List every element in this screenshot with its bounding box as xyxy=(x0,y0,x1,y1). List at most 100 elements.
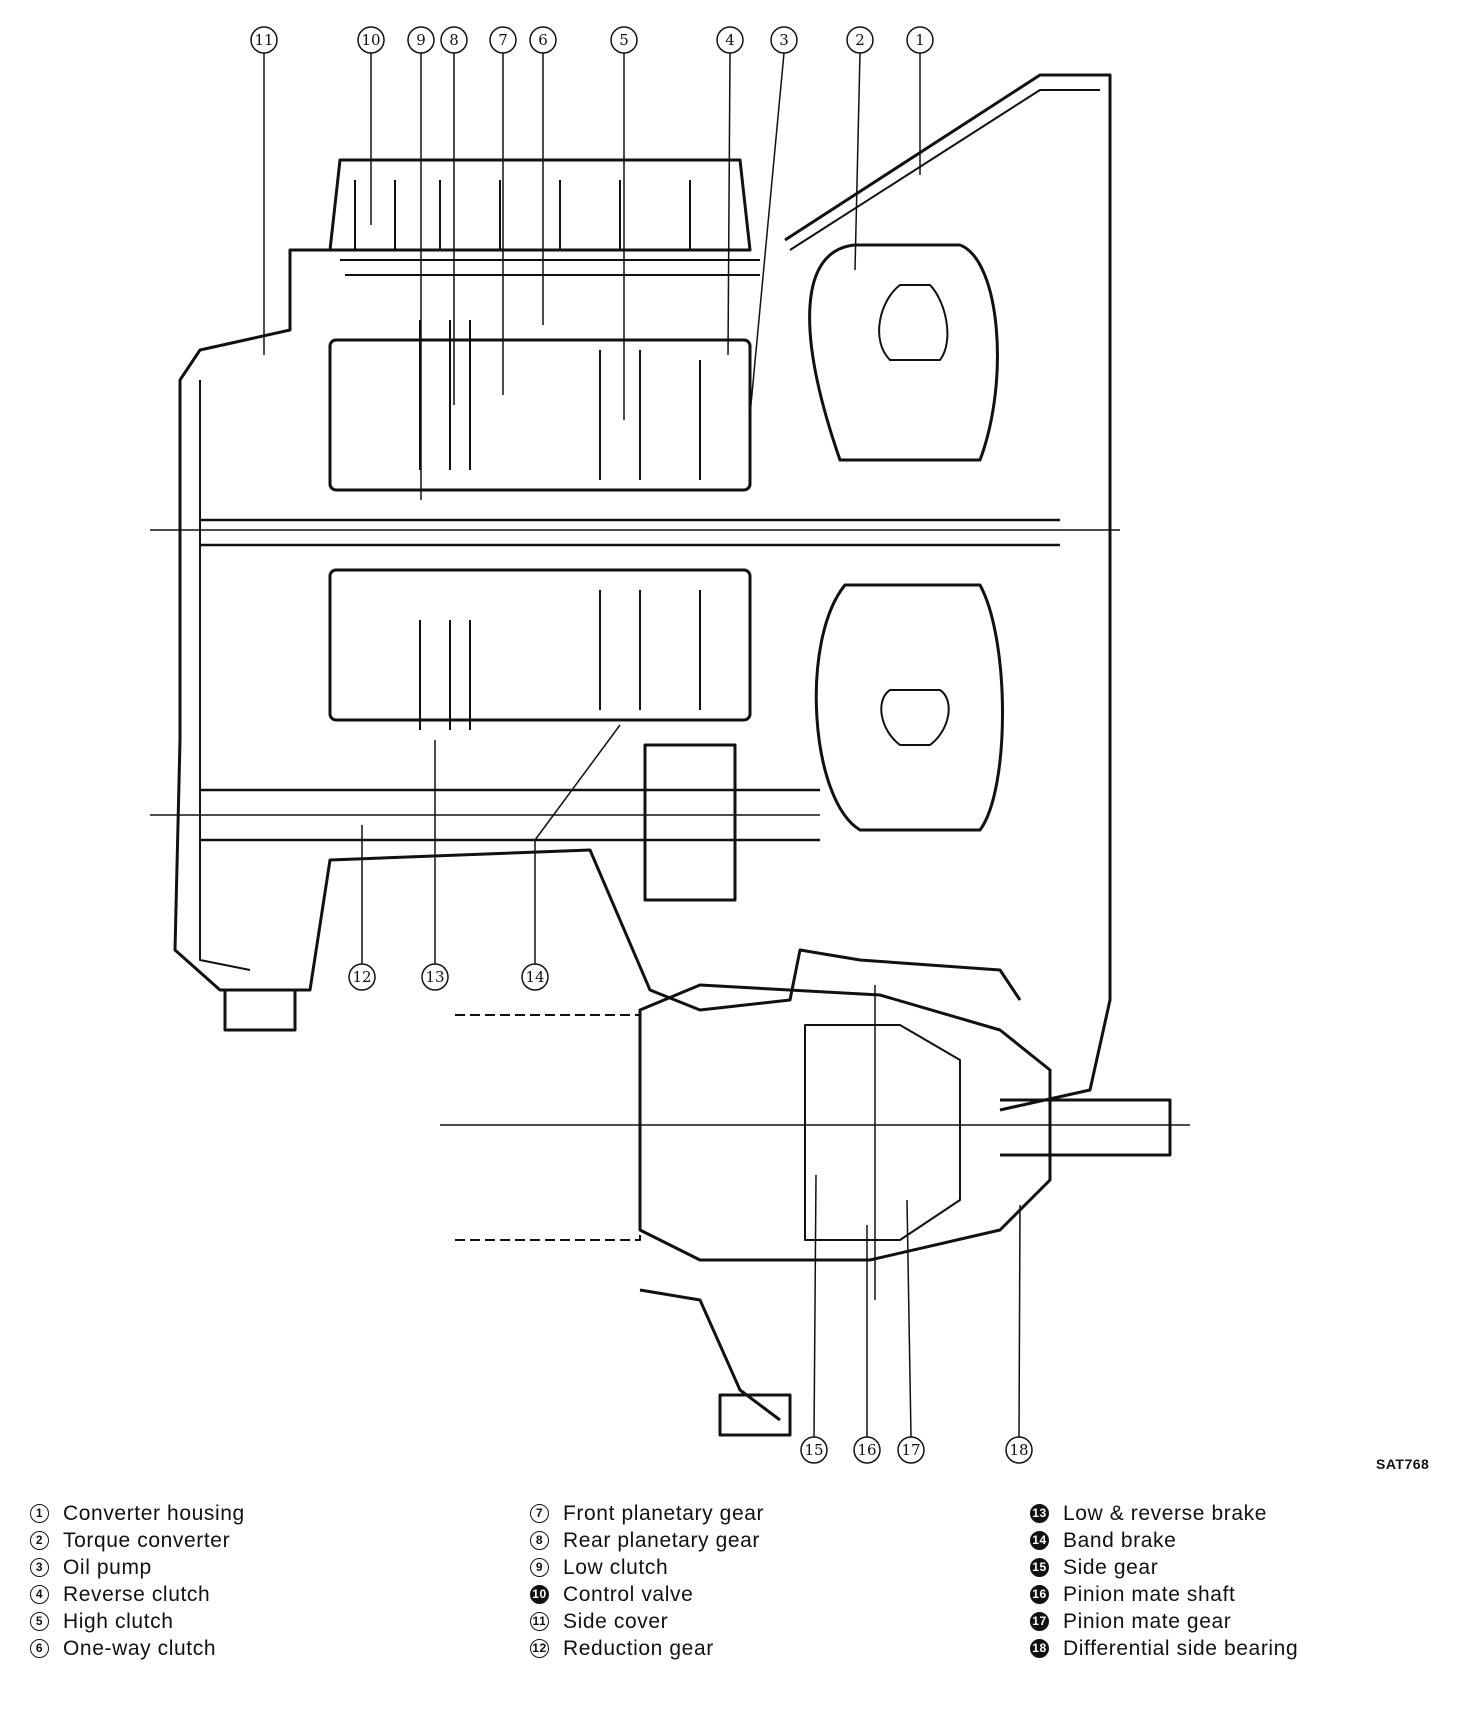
differential-case xyxy=(638,983,1052,1262)
callout-10-label: 10 xyxy=(361,31,380,49)
legend-num-18: 18 xyxy=(1030,1639,1049,1658)
legend-label-15: Side gear xyxy=(1063,1556,1159,1579)
legend-item-11: 11 Side cover xyxy=(530,1608,764,1635)
callout-6: 6 xyxy=(529,26,557,325)
reduction-gear-shaft xyxy=(200,788,820,842)
legend-label-4: Reverse clutch xyxy=(63,1583,211,1606)
clutch-pack-upper xyxy=(328,338,752,492)
legend-num-10: 10 xyxy=(530,1585,549,1604)
legend-label-3: Oil pump xyxy=(63,1556,152,1579)
legend-column-2: 7 Front planetary gear 8 Rear planetary ge… xyxy=(530,1500,764,1662)
legend-label-8: Rear planetary gear xyxy=(563,1529,761,1552)
legend-item-9: 9 Low clutch xyxy=(530,1554,764,1581)
input-shaft xyxy=(200,518,1060,547)
callout-17: 17 xyxy=(897,1199,925,1464)
legend-item-2: 2 Torque converter xyxy=(30,1527,245,1554)
legend-item-12: 12 Reduction gear xyxy=(530,1635,764,1662)
legend-num-5: 5 xyxy=(30,1612,49,1631)
legend-label-1: Converter housing xyxy=(63,1502,245,1525)
callout-16: 16 xyxy=(853,1225,881,1464)
clutch-pack-lower xyxy=(328,568,752,722)
legend-label-2: Torque converter xyxy=(63,1529,231,1552)
legend-label-18: Differential side bearing xyxy=(1063,1637,1299,1660)
callout-13-label: 13 xyxy=(425,968,444,986)
callout-8-label: 8 xyxy=(449,31,459,49)
callout-1: 1 xyxy=(906,26,934,175)
callout-15-label: 15 xyxy=(804,1441,823,1459)
legend-num-6: 6 xyxy=(30,1639,49,1658)
transmission-case xyxy=(173,248,1022,1012)
legend-item-4: 4 Reverse clutch xyxy=(30,1581,245,1608)
legend-label-13: Low & reverse brake xyxy=(1063,1502,1267,1525)
callout-11-label: 11 xyxy=(254,31,273,49)
legend-num-7: 7 xyxy=(530,1504,549,1523)
legend-num-3: 3 xyxy=(30,1558,49,1577)
legend-num-15: 15 xyxy=(1030,1558,1049,1577)
legend-num-14: 14 xyxy=(1030,1531,1049,1550)
legend-label-5: High clutch xyxy=(63,1610,174,1633)
callout-16-label: 16 xyxy=(857,1441,876,1459)
legend-column-1: 1 Converter housing 2 Torque converter 3 Oi… xyxy=(30,1500,245,1662)
left-axle-stub xyxy=(455,1014,641,1241)
legend-label-14: Band brake xyxy=(1063,1529,1177,1552)
legend-item-3: 3 Oil pump xyxy=(30,1554,245,1581)
callout-15: 15 xyxy=(800,1174,828,1464)
legend-item-13: 13 Low & reverse brake xyxy=(1030,1500,1298,1527)
callout-13: 13 xyxy=(421,740,449,991)
callout-17-label: 17 xyxy=(901,1441,920,1459)
legend-label-6: One-way clutch xyxy=(63,1637,217,1660)
callout-4-label: 4 xyxy=(725,31,735,49)
legend-item-1: 1 Converter housing xyxy=(30,1500,245,1527)
legend-num-4: 4 xyxy=(30,1585,49,1604)
callout-12: 12 xyxy=(348,825,376,991)
callout-8: 8 xyxy=(440,26,468,405)
callout-3-label: 3 xyxy=(779,31,789,49)
legend-num-9: 9 xyxy=(530,1558,549,1577)
legend-label-9: Low clutch xyxy=(563,1556,669,1579)
legend-num-16: 16 xyxy=(1030,1585,1049,1604)
callout-14-label: 14 xyxy=(525,968,544,986)
legend-item-10: 10 Control valve xyxy=(530,1581,764,1608)
legend-label-11: Side cover xyxy=(563,1610,669,1633)
callout-12-label: 12 xyxy=(352,968,371,986)
callout-14: 14 xyxy=(521,724,621,991)
legend-item-15: 15 Side gear xyxy=(1030,1554,1298,1581)
callout-10: 10 xyxy=(357,26,385,225)
legend-item-6: 6 One-way clutch xyxy=(30,1635,245,1662)
callout-4: 4 xyxy=(716,26,744,356)
legend-label-10: Control valve xyxy=(563,1583,694,1606)
figure-code: SAT768 xyxy=(1376,1456,1430,1472)
legend-num-8: 8 xyxy=(530,1531,549,1550)
legend-num-2: 2 xyxy=(30,1531,49,1550)
callout-9: 9 xyxy=(407,26,435,500)
callout-markers: 11 10 9 8 7 6 5 4 xyxy=(250,26,1033,1464)
torque-converter-lower xyxy=(814,583,1004,832)
callout-11: 11 xyxy=(250,26,278,355)
legend-label-7: Front planetary gear xyxy=(563,1502,765,1525)
callout-6-label: 6 xyxy=(538,31,548,49)
callout-18-label: 18 xyxy=(1009,1441,1028,1459)
converter-housing-inner xyxy=(789,89,1100,251)
legend-column-3: 13 Low & reverse brake 14 Band brake 15 Sid… xyxy=(1030,1500,1298,1662)
reduction-gear xyxy=(643,743,737,902)
callout-3: 3 xyxy=(749,26,798,416)
callout-18: 18 xyxy=(1005,1204,1033,1464)
legend-num-1: 1 xyxy=(30,1504,49,1523)
callout-9-label: 9 xyxy=(416,31,426,49)
drive-axle xyxy=(1000,1098,1172,1157)
legend-item-14: 14 Band brake xyxy=(1030,1527,1298,1554)
callout-7-label: 7 xyxy=(498,31,508,49)
legend-item-18: 18 Differential side bearing xyxy=(1030,1635,1298,1662)
legend-num-12: 12 xyxy=(530,1639,549,1658)
torque-converter xyxy=(808,243,999,462)
differential-ring-gear xyxy=(804,1024,961,1241)
legend-label-12: Reduction gear xyxy=(563,1637,714,1660)
callout-2-label: 2 xyxy=(855,31,865,49)
legend-num-13: 13 xyxy=(1030,1504,1049,1523)
callout-5: 5 xyxy=(610,26,638,420)
callout-5-label: 5 xyxy=(619,31,629,49)
legend-num-11: 11 xyxy=(530,1612,549,1631)
